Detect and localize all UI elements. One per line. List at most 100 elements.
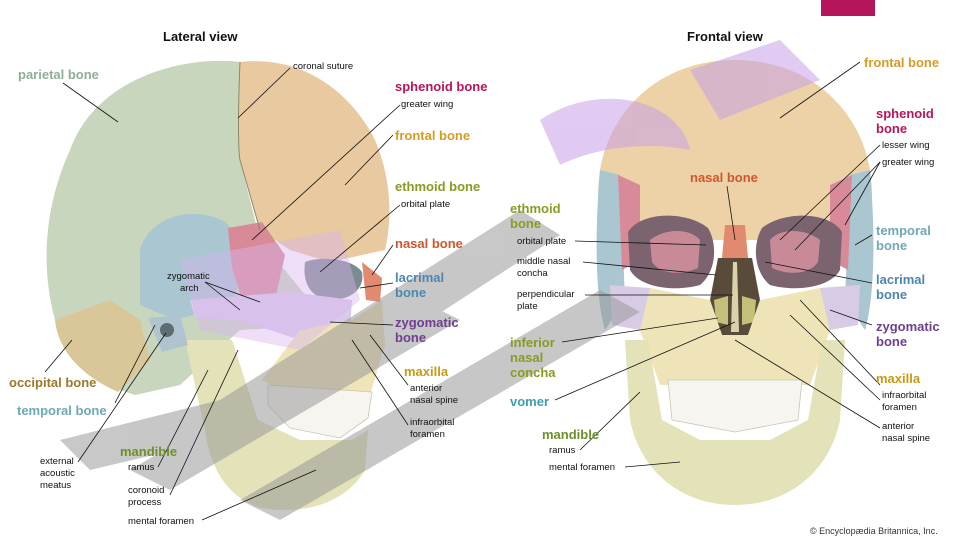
lateral-ear-canal (160, 323, 174, 337)
leader-frontal-front (779, 61, 861, 119)
label-zygomatic-bone-frontal-1: zygomatic (876, 319, 940, 334)
lateral-temporal-region (140, 213, 241, 320)
leader-mental-front (624, 461, 681, 468)
leader-frontal-lat (344, 134, 394, 186)
frontal-nasal-region (722, 225, 748, 258)
leader-coronal (237, 67, 291, 119)
leader-temporal-lat (114, 324, 156, 404)
britannica-credit: © Encyclopædia Britannica, Inc. (810, 526, 938, 536)
lateral-sphenoid-region (228, 222, 285, 300)
leader-maxilla-front (799, 299, 881, 386)
leader-orbital-front (574, 240, 707, 246)
leader-zygomatic-lat (329, 321, 394, 326)
frontal-concha-right (742, 296, 756, 325)
label-zygomatic-arch-line2: arch (180, 283, 199, 294)
label-infraorbital-foramen-lateral-1: infraorbital (410, 417, 455, 428)
label-ramus-frontal: ramus (549, 445, 576, 456)
leader-lacrimal-front (764, 261, 873, 284)
leader-ramus-lat (157, 369, 209, 468)
label-external-acoustic-meatus-2: acoustic (40, 468, 75, 479)
label-zygomatic-arch-line1: zygomatic (167, 271, 210, 282)
lateral-view-title: Lateral view (163, 29, 238, 44)
leader-lesser-wing (779, 144, 881, 241)
leader-anterior-lat (369, 334, 409, 386)
label-inferior-nasal-concha-3: concha (510, 365, 556, 380)
frontal-teeth (667, 379, 803, 433)
leader-mental-lat (201, 469, 317, 521)
leader-greater-wing-f2 (844, 161, 881, 226)
label-anterior-nasal-spine-frontal-2: nasal spine (882, 433, 931, 444)
leader-coronoid (169, 349, 239, 496)
label-temporal-bone-frontal-1: temporal (876, 223, 931, 238)
leader-middle-concha (582, 261, 717, 276)
label-sphenoid-bone-frontal-1: sphenoid (876, 106, 934, 121)
label-nasal-bone-frontal: nasal bone (690, 170, 758, 185)
leader-greater-wing-f1 (794, 161, 881, 251)
frontal-view-title: Frontal view (687, 29, 763, 44)
label-infraorbital-foramen-frontal-1: infraorbital (882, 390, 927, 401)
leader-lines (44, 61, 881, 521)
leader-zygomatic-front (829, 309, 873, 326)
label-ethmoid-bone-lateral: ethmoid bone (395, 179, 481, 194)
label-lacrimal-bone-lateral-1: lacrimal (395, 270, 445, 285)
label-temporal-bone-lateral: temporal bone (17, 403, 107, 418)
lateral-nasal-region (362, 262, 382, 302)
label-vomer: vomer (510, 394, 550, 409)
leader-ramus-front (579, 391, 641, 451)
label-anterior-nasal-spine-lateral-2: nasal spine (410, 395, 459, 406)
label-ethmoid-bone-frontal-1: ethmoid (510, 201, 561, 216)
label-infraorbital-foramen-lateral-2: foramen (410, 429, 445, 440)
label-zygomatic-bone-lateral-1: zygomatic (395, 315, 459, 330)
label-mental-foramen-frontal: mental foramen (549, 462, 616, 473)
label-frontal-bone-frontal: frontal bone (864, 55, 940, 70)
leader-occipital (44, 339, 73, 373)
leader-orbital-lat (319, 204, 401, 273)
leader-lacrimal-lat (359, 282, 394, 289)
lateral-occipital-region (55, 300, 150, 392)
label-coronoid-process-1: coronoid (128, 485, 165, 496)
label-occipital-bone: occipital bone (9, 375, 97, 390)
watermark-arc-2 (690, 40, 820, 120)
label-orbital-plate-frontal: orbital plate (517, 236, 567, 247)
leader-zyg-arch-2 (204, 281, 241, 311)
leader-nasal-lat (371, 244, 394, 276)
label-infraorbital-foramen-frontal-2: foramen (882, 402, 917, 413)
frontal-frontal-region (597, 60, 873, 240)
label-ethmoid-bone-frontal-2: bone (510, 216, 542, 231)
label-temporal-bone-frontal-2: bone (876, 238, 908, 253)
frontal-maxilla-region (640, 288, 830, 385)
label-zygomatic-bone-frontal-2: bone (876, 334, 908, 349)
leader-inferior-concha (561, 317, 719, 343)
leader-nasal-front (726, 185, 736, 241)
label-lesser-wing: lesser wing (882, 140, 930, 151)
leader-temporal-front (854, 234, 873, 246)
leader-parietal (62, 82, 119, 123)
label-mandible-frontal: mandible (542, 427, 600, 442)
label-orbital-plate-lateral: orbital plate (401, 199, 451, 210)
leader-eam (77, 332, 167, 463)
watermark-stroke-2 (130, 300, 460, 490)
leader-vomer (554, 321, 736, 401)
label-nasal-bone-lateral: nasal bone (395, 236, 463, 251)
label-inferior-nasal-concha-1: inferior (510, 335, 555, 350)
leader-zyg-arch-1 (204, 281, 261, 303)
leader-anterior-front (734, 339, 881, 429)
leader-greater-wing (251, 104, 401, 241)
label-maxilla-frontal: maxilla (876, 371, 921, 386)
frontal-orbit-right-inner (770, 231, 820, 273)
label-lacrimal-bone-frontal-2: bone (876, 287, 908, 302)
label-perpendicular-plate-1: perpendicular (517, 289, 575, 300)
frontal-septum (731, 262, 739, 332)
label-lacrimal-bone-frontal-1: lacrimal (876, 272, 926, 287)
label-greater-wing-lateral: greater wing (401, 99, 454, 110)
watermark-arc-3 (180, 230, 360, 350)
label-frontal-bone-lateral: frontal bone (395, 128, 471, 143)
frontal-skull (596, 60, 874, 505)
lateral-orbit (304, 258, 363, 300)
watermark-stroke-1 (60, 210, 560, 470)
label-sphenoid-bone-lateral: sphenoid bone (395, 79, 488, 94)
watermark-arc-1 (540, 98, 690, 165)
label-mandible-lateral: mandible (120, 444, 178, 459)
label-coronal-suture: coronal suture (293, 61, 354, 72)
